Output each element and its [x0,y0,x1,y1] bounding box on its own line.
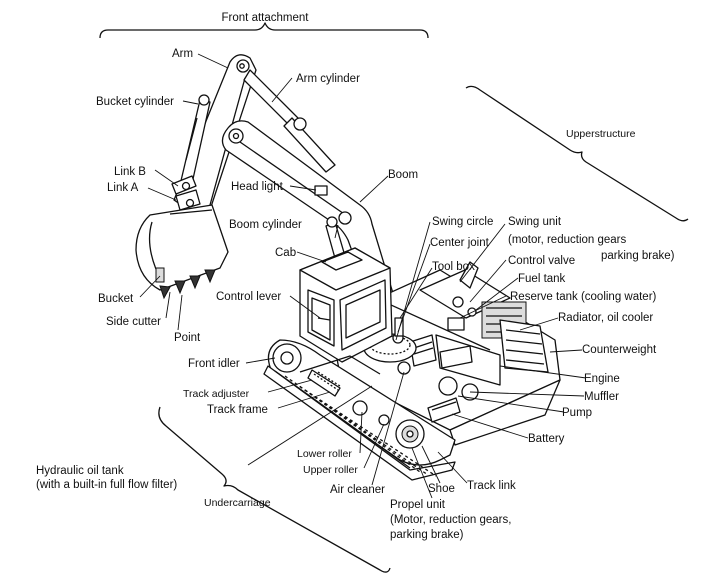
track-adjuster-label: Track adjuster [183,388,250,400]
upperstructure-brace [465,85,689,222]
swing-unit-label: Swing unit [508,216,562,228]
control-lever-label: Control lever [216,291,281,303]
swing-unit-note-2: parking brake) [601,250,675,262]
hydraulic-oil-tank-note: (with a built-in full flow filter) [36,479,177,491]
swing-circle-label: Swing circle [432,216,493,228]
bucket-shape [135,204,229,300]
shoe-label: Shoe [428,483,455,495]
arm-cylinder-label: Arm cylinder [296,73,360,85]
undercarriage-brace [158,406,391,573]
hydraulic-oil-tank-label: Hydraulic oil tank [36,465,124,477]
leader-lines [139,53,587,499]
undercarriage-label: Undercarriage [204,497,271,509]
radiator-label: Radiator, oil cooler [558,312,653,324]
pump-label: Pump [562,407,592,419]
undercarriage-track [263,339,456,481]
head-light-shape [314,185,328,196]
propel-unit-note-2: parking brake) [390,529,464,541]
arm-label: Arm [172,48,193,60]
cab-label: Cab [275,247,296,259]
front-idler-label: Front idler [188,358,240,370]
air-cleaner-label: Air cleaner [330,484,385,496]
front-attachment-label: Front attachment [222,12,310,24]
propel-unit-note-1: (Motor, reduction gears, [390,514,511,526]
reserve-tank-label: Reserve tank (cooling water) [510,291,657,303]
upper-roller-label: Upper roller [303,464,358,476]
lower-roller-label: Lower roller [297,448,352,460]
boom-label: Boom [388,169,418,181]
front-attachment-brace [99,22,429,39]
excavator-drawing [135,53,587,499]
swing-unit-note-1: (motor, reduction gears [508,234,627,246]
arm-cylinder-shape [243,69,336,173]
link-a-label: Link A [107,182,139,194]
center-joint-label: Center joint [430,237,490,249]
boom-cylinder-label: Boom cylinder [229,219,302,231]
arm-shape [173,54,257,223]
head-light-label: Head light [231,181,284,193]
bucket-cylinder-label: Bucket cylinder [96,96,174,108]
muffler-label: Muffler [584,391,619,403]
link-b-label: Link B [114,166,146,178]
track-frame-label: Track frame [207,404,268,416]
point-label: Point [174,332,201,344]
engine-label: Engine [584,373,620,385]
tool-box-label: Tool box [432,261,475,273]
link-shapes [171,175,201,211]
control-valve-label: Control valve [508,255,575,267]
fuel-tank-label: Fuel tank [518,273,566,285]
side-cutter-label: Side cutter [106,316,161,328]
battery-label: Battery [528,433,565,445]
cab-shape [299,247,393,363]
counterweight-label: Counterweight [582,344,657,356]
propel-unit-label: Propel unit [390,499,446,511]
bucket-label: Bucket [98,293,134,305]
track-link-label: Track link [467,480,516,492]
upperstructure-label: Upperstructure [566,128,636,140]
